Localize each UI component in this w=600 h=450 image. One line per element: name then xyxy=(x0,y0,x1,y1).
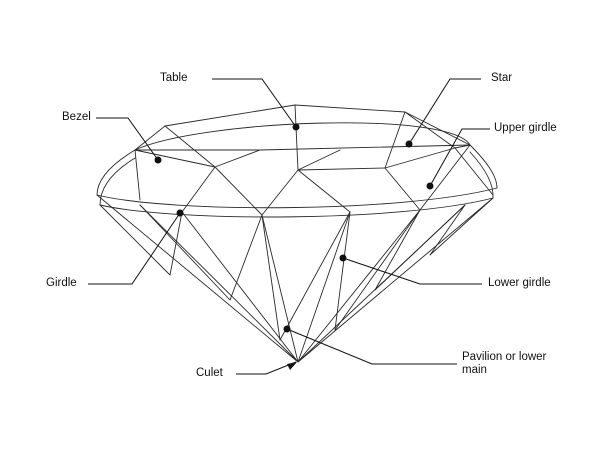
lower-girdle-facets xyxy=(100,198,493,340)
facet-lines xyxy=(97,105,497,362)
crown-facets xyxy=(135,112,493,215)
pavilion-leader xyxy=(287,329,457,364)
culet-leader xyxy=(236,362,296,374)
crown-outline-left-inner xyxy=(100,158,135,205)
pavilion-main-facets xyxy=(140,205,465,362)
table-label: Table xyxy=(160,72,188,85)
table-leader xyxy=(212,79,296,127)
upper-girdle-label: Upper girdle xyxy=(494,122,557,135)
star-label: Star xyxy=(491,72,512,85)
star-leader xyxy=(409,79,481,144)
culet-arrowhead xyxy=(287,362,297,370)
girdle-leader xyxy=(88,213,180,284)
facet-markers xyxy=(155,124,434,333)
girdle-label: Girdle xyxy=(46,277,77,290)
table-front-edge xyxy=(135,145,470,150)
bezel-label: Bezel xyxy=(62,111,91,124)
girdle-upper-edge xyxy=(97,188,497,208)
pavilion-label: Pavilion or lower main xyxy=(462,351,564,377)
lower-girdle-label: Lower girdle xyxy=(488,277,551,290)
pavilion-outline xyxy=(97,195,493,362)
culet-label: Culet xyxy=(196,367,223,380)
leader-lines xyxy=(88,79,490,374)
